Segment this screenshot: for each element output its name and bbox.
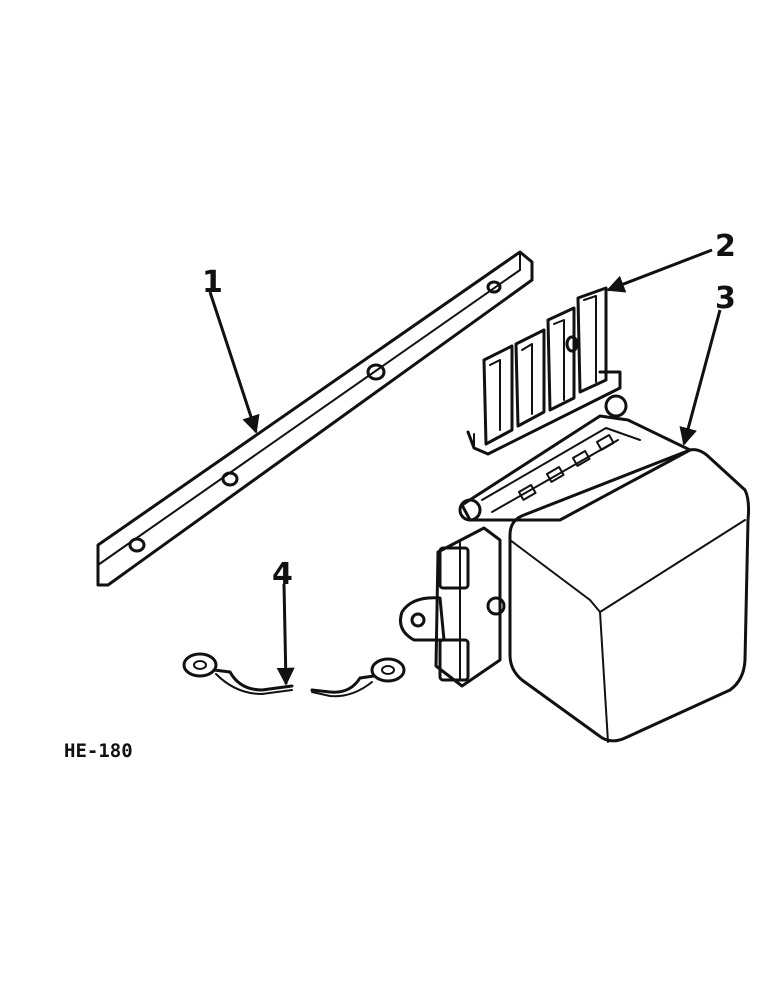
- callout-1: 1: [202, 265, 223, 300]
- callout-2: 2: [715, 229, 736, 264]
- leader-4: [276, 583, 295, 686]
- leader-3: [679, 309, 722, 446]
- ground-wires: [182, 652, 406, 698]
- leader-1: [208, 291, 260, 434]
- callout-4: 4: [272, 557, 293, 592]
- terminal-connector: [466, 286, 622, 456]
- leader-2: [606, 248, 713, 293]
- callout-3: 3: [715, 281, 736, 316]
- voltage-regulator: [399, 394, 751, 743]
- mounting-strip: [96, 250, 534, 587]
- figure-code: HE-180: [64, 740, 133, 762]
